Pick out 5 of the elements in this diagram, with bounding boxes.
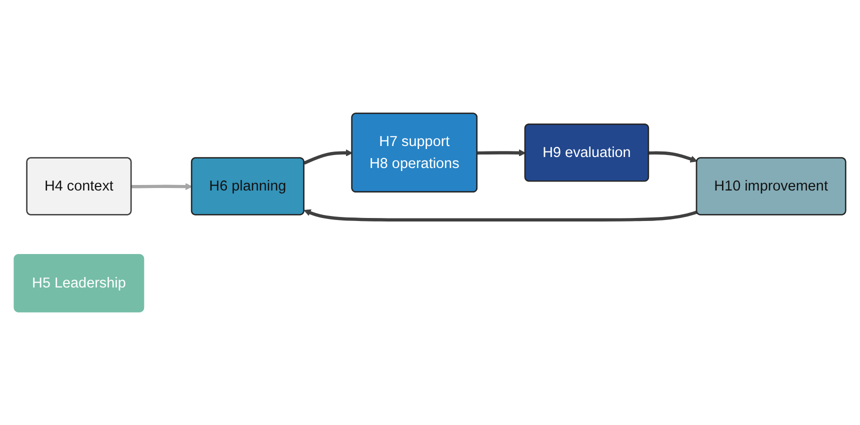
arrow xyxy=(304,209,698,222)
arrow xyxy=(648,151,698,162)
arrow xyxy=(304,149,353,165)
arrow xyxy=(477,149,526,156)
arrow xyxy=(131,183,192,190)
